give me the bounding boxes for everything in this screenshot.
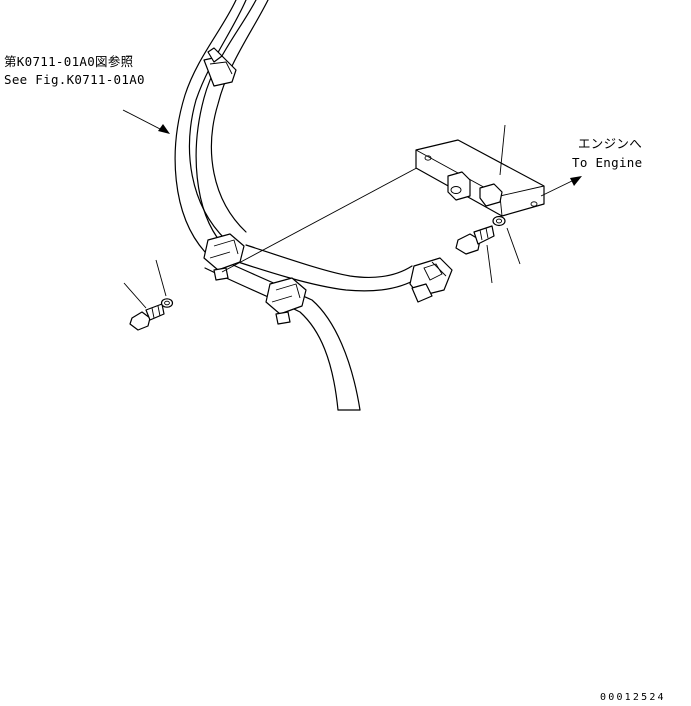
hose-fitting [409, 257, 453, 303]
engine-arrow [540, 176, 582, 197]
washer-right [492, 215, 506, 227]
ref-label-ja: 第K0711-01A0図参照 [4, 54, 133, 69]
engine-label-en: To Engine [572, 155, 642, 170]
bolt-left [129, 303, 165, 331]
assembly-leader [221, 162, 427, 273]
hose-right [188, 0, 419, 292]
washer-left [160, 298, 174, 308]
lower-clamp-left [203, 233, 245, 281]
engine-label-ja: エンジンへ [578, 136, 642, 151]
bolt-right [455, 225, 495, 255]
bracket [415, 139, 545, 217]
part-leaders [122, 109, 521, 309]
ref-label-en: See Fig.K0711-01A0 [4, 72, 145, 87]
lower-clamp-right [265, 277, 307, 325]
drawing-number: 00012524 [600, 692, 666, 703]
upper-clamp [203, 47, 237, 87]
hose-left [174, 0, 361, 411]
